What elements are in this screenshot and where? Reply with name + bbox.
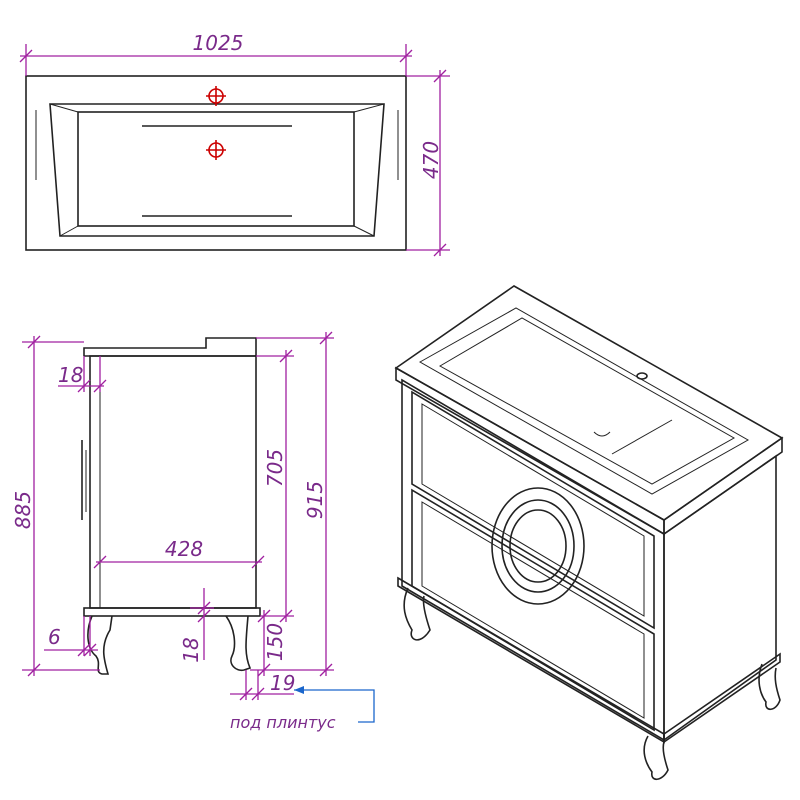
body-705-label: 705 bbox=[263, 449, 287, 487]
side-cabinet-body bbox=[89, 355, 257, 609]
setback-19-dimension: 19 bbox=[230, 670, 295, 701]
tap-hole-marker bbox=[206, 86, 226, 106]
isometric-view bbox=[394, 285, 784, 781]
side-view: 885 18 428 705 bbox=[11, 331, 375, 732]
depth-label: 470 bbox=[419, 141, 443, 179]
basin-bowl-inner bbox=[77, 111, 355, 227]
panel-18-dimension: 18 bbox=[58, 356, 107, 393]
depth-428-label: 428 bbox=[165, 537, 203, 561]
plinth-18-label: 18 bbox=[179, 637, 203, 662]
countertop-side bbox=[663, 436, 783, 536]
depth-428-dimension: 428 bbox=[93, 537, 265, 569]
countertop-top bbox=[394, 285, 784, 521]
plinth-note-label: под плинтус bbox=[230, 713, 336, 732]
plinth bbox=[83, 607, 261, 617]
cabinet-front bbox=[401, 378, 665, 742]
leg-back-right bbox=[758, 663, 781, 711]
side-countertop bbox=[83, 337, 257, 356]
round-handle[interactable] bbox=[491, 487, 585, 605]
drain bbox=[593, 431, 611, 437]
offset-6-label: 6 bbox=[48, 625, 61, 649]
height-885-dimension: 885 bbox=[11, 335, 100, 677]
total-915-label: 915 bbox=[303, 481, 327, 519]
total-915-dimension: 915 bbox=[250, 331, 334, 677]
height-885-label: 885 bbox=[11, 491, 35, 529]
basin-bowl bbox=[438, 317, 736, 485]
drain-hole-marker bbox=[206, 140, 226, 160]
top-view: 1025 470 bbox=[19, 31, 450, 257]
legs-150-dimension: 150 bbox=[257, 609, 287, 677]
plinth-18-dimension: 18 bbox=[179, 588, 214, 663]
leg-front-left bbox=[403, 587, 431, 641]
panel-18-label: 18 bbox=[58, 363, 83, 387]
offset-6-dimension: 6 bbox=[44, 616, 98, 657]
width-label: 1025 bbox=[193, 31, 244, 55]
countertop-front bbox=[395, 366, 665, 536]
leg-front-right bbox=[643, 735, 669, 781]
legs-150-label: 150 bbox=[263, 623, 287, 661]
drawer-top bbox=[411, 390, 655, 630]
cabinet-side bbox=[663, 454, 777, 742]
front-leg bbox=[87, 615, 113, 675]
base-plinth-side bbox=[663, 652, 781, 744]
body-705-dimension: 705 bbox=[256, 349, 294, 623]
rear-leg bbox=[225, 615, 252, 672]
drawer-bottom bbox=[411, 488, 655, 732]
tap-hole bbox=[636, 372, 648, 380]
plinth-note: под плинтус bbox=[230, 686, 375, 732]
basin-rim bbox=[418, 307, 750, 495]
basin-top-outline bbox=[25, 75, 407, 251]
setback-19-label: 19 bbox=[270, 671, 295, 695]
depth-dimension: 470 bbox=[406, 69, 450, 257]
width-dimension: 1025 bbox=[19, 31, 413, 76]
